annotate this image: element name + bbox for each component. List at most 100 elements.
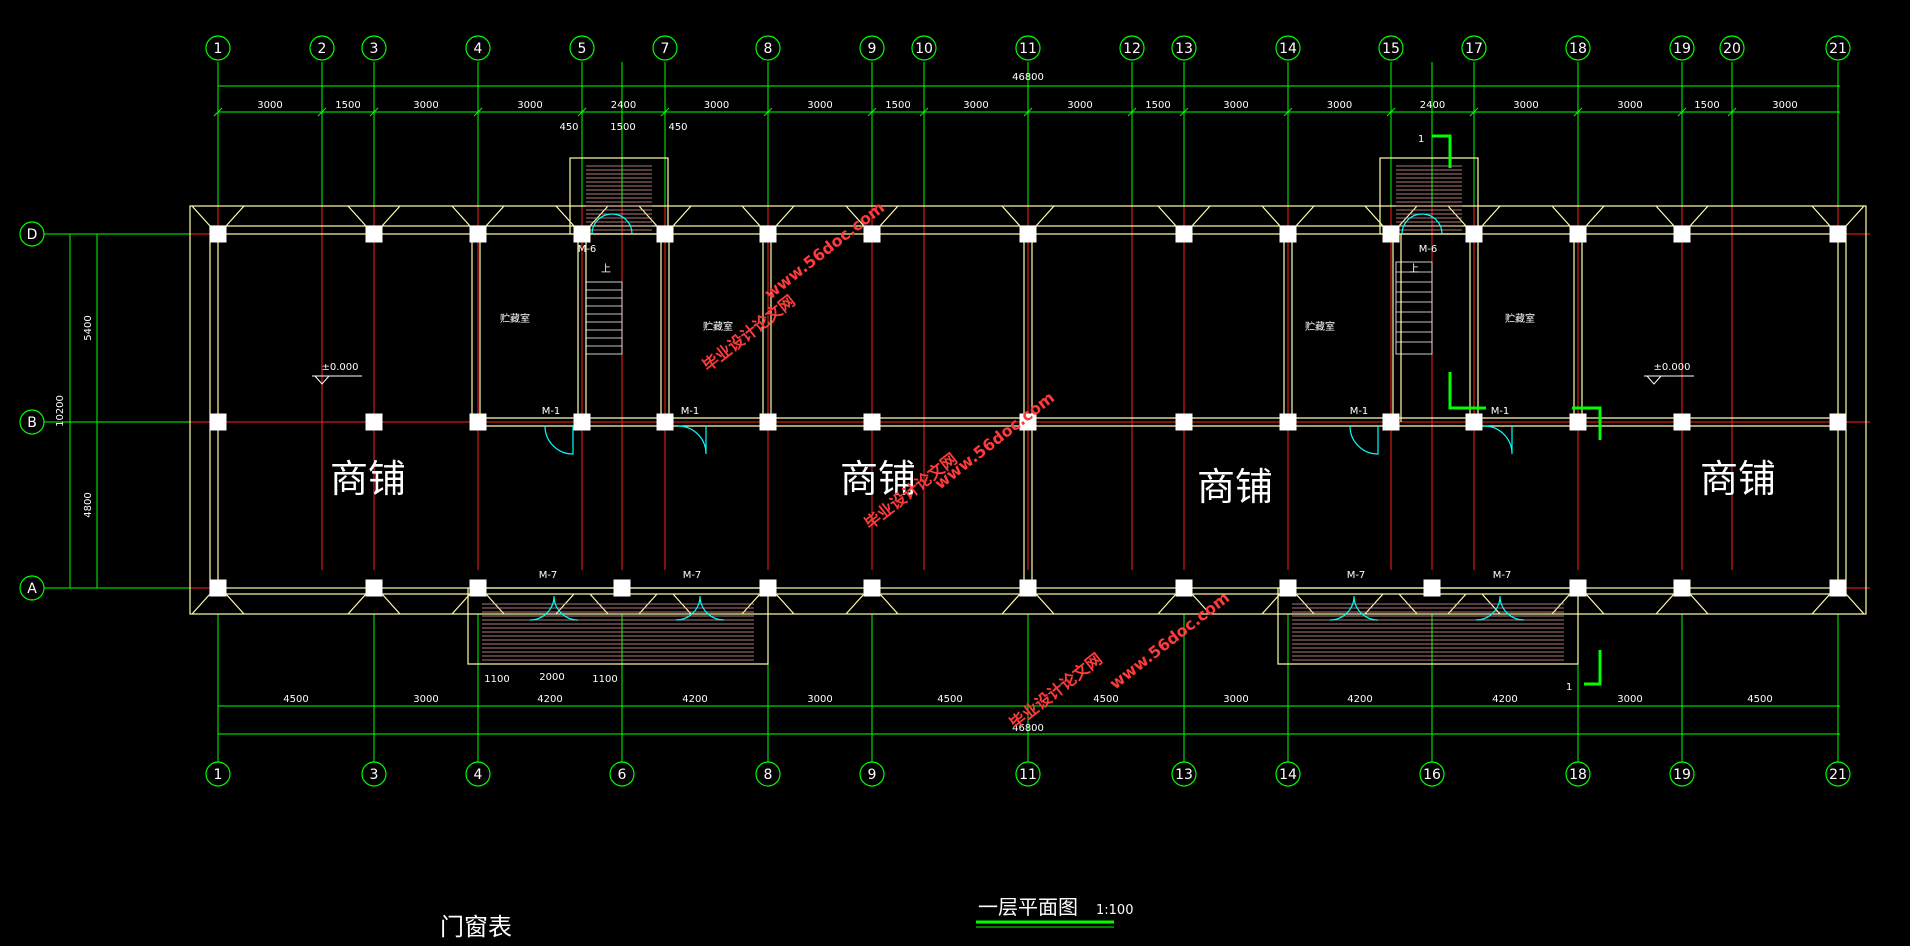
door-label-m7-1: M-7	[539, 570, 558, 581]
top-dimension-16: 3000	[1617, 100, 1642, 111]
room-label-storage-1: 贮藏室	[500, 312, 530, 325]
top-dimension-14: 2400	[1420, 100, 1445, 111]
axis-bubble-bottom-3: 3	[370, 767, 379, 783]
axis-bubble-bottom-16: 16	[1423, 767, 1441, 783]
door-label-m1-2: M-1	[681, 406, 700, 417]
dimension-texts: 3000 1500 3000 3000 2400 3000 3000 1500 3000 3000…	[213, 100, 1798, 705]
stair-dim-2: 1500	[610, 122, 635, 133]
doors	[529, 213, 1525, 621]
axis-bubble-top-19: 19	[1673, 41, 1691, 57]
axis-bubble-top-14: 14	[1279, 41, 1297, 57]
axis-bubble-top-5: 5	[578, 41, 587, 57]
axis-bubble-top-17: 17	[1465, 41, 1483, 57]
bottom-dimension-1: 4500	[283, 694, 308, 705]
axis-bubble-bottom-9: 9	[868, 767, 877, 783]
drawing-scale: 1:100	[1096, 903, 1133, 918]
bottom-dimension-4: 4200	[682, 694, 707, 705]
door-label-m1-3: M-1	[1350, 406, 1369, 417]
top-dimension-13: 3000	[1327, 100, 1352, 111]
axis-bubble-bottom-8: 8	[764, 767, 773, 783]
door-label-m1-1: M-1	[542, 406, 561, 417]
top-dimension-11: 1500	[1145, 100, 1170, 111]
axis-bubble-bottom-6: 6	[618, 767, 627, 783]
axis-bubble-bottom-13: 13	[1175, 767, 1193, 783]
top-dimension-4: 3000	[517, 100, 542, 111]
bottom-dimension-10: 4200	[1492, 694, 1517, 705]
axis-bubble-top-1: 1	[214, 41, 223, 57]
dimension-lines	[44, 62, 1840, 762]
bottom-dimension-9: 4200	[1347, 694, 1372, 705]
door-label-m7-2: M-7	[683, 570, 702, 581]
axis-bubble-top-12: 12	[1123, 41, 1141, 57]
bottom-dimension-7: 4500	[1093, 694, 1118, 705]
room-label-shop-1: 商铺	[330, 457, 406, 501]
bottom-dimension-12: 4500	[1747, 694, 1772, 705]
section-label-top: 1	[1418, 134, 1424, 145]
top-total-dimension: 46800	[1012, 72, 1044, 83]
top-dimension-17: 1500	[1694, 100, 1719, 111]
axis-bubble-top-9: 9	[868, 41, 877, 57]
top-dimension-15: 3000	[1513, 100, 1538, 111]
top-dimension-6: 3000	[704, 100, 729, 111]
top-dimension-18: 3000	[1772, 100, 1797, 111]
door-label-m1-4: M-1	[1491, 406, 1510, 417]
room-label-shop-2: 商铺	[840, 457, 916, 501]
axis-bubble-top-2: 2	[318, 41, 327, 57]
axis-bubble-left-B: B	[27, 415, 37, 431]
axis-bubble-top-18: 18	[1569, 41, 1587, 57]
axis-bubble-left-A: A	[27, 581, 37, 597]
room-label-storage-3: 贮藏室	[1305, 320, 1335, 333]
door-window-table-title: 门窗表	[440, 913, 512, 941]
axis-bubble-left-D: D	[27, 227, 38, 243]
stair-left	[585, 281, 623, 355]
door-label-m7-4: M-7	[1493, 570, 1512, 581]
stair-dim-1: 450	[559, 122, 578, 133]
room-label-shop-4: 商铺	[1700, 457, 1776, 501]
top-dimension-7: 3000	[807, 100, 832, 111]
stair-right	[1395, 261, 1433, 355]
axis-bubble-top-13: 13	[1175, 41, 1193, 57]
axis-bubble-bottom-11: 11	[1019, 767, 1037, 783]
elevation-right: ±0.000	[1653, 362, 1690, 373]
axis-bubble-bottom-19: 19	[1673, 767, 1691, 783]
axis-bubble-top-11: 11	[1019, 41, 1037, 57]
stair-treads	[482, 165, 1564, 661]
top-dimension-2: 1500	[335, 100, 360, 111]
axis-bubble-top-10: 10	[915, 41, 933, 57]
elevation-right-symbol	[1644, 375, 1694, 385]
left-dimension-da: 5400	[83, 315, 94, 340]
section-label-bottom: 1	[1566, 682, 1572, 693]
axis-bubble-top-20: 20	[1723, 41, 1741, 57]
top-dimension-9: 3000	[963, 100, 988, 111]
room-label-storage-4: 贮藏室	[1505, 312, 1535, 325]
top-dimension-1: 3000	[257, 100, 282, 111]
axis-bubble-top-15: 15	[1382, 41, 1400, 57]
stair-up-left: 上	[601, 263, 611, 275]
bottom-dimension-8: 3000	[1223, 694, 1248, 705]
drawing-title: 一层平面图	[978, 895, 1078, 919]
axis-bubble-top-3: 3	[370, 41, 379, 57]
entrance-dim-1: 1100	[484, 674, 509, 685]
bottom-dimension-2: 3000	[413, 694, 438, 705]
door-label-m6-left: M-6	[578, 244, 597, 255]
axis-bubble-bottom-4: 4	[474, 767, 483, 783]
stair-up-right: 上	[1409, 263, 1419, 275]
top-dimension-10: 3000	[1067, 100, 1092, 111]
left-total-dimension: 10200	[55, 395, 66, 427]
axis-bubble-bottom-14: 14	[1279, 767, 1297, 783]
axis-bubble-bottom-18: 18	[1569, 767, 1587, 783]
bottom-dimension-11: 3000	[1617, 694, 1642, 705]
room-label-shop-3: 商铺	[1197, 465, 1273, 509]
axis-bubble-bottom-1: 1	[214, 767, 223, 783]
bottom-total-dimension: 46800	[1012, 723, 1044, 734]
top-dimension-12: 3000	[1223, 100, 1248, 111]
left-dimension-ba: 4800	[83, 492, 94, 517]
axis-bubble-top-21: 21	[1829, 41, 1847, 57]
entrance-dim-3: 1100	[592, 674, 617, 685]
bottom-dimension-3: 4200	[537, 694, 562, 705]
section-marks	[1432, 134, 1602, 686]
top-dimension-8: 1500	[885, 100, 910, 111]
axis-bubble-bottom-21: 21	[1829, 767, 1847, 783]
